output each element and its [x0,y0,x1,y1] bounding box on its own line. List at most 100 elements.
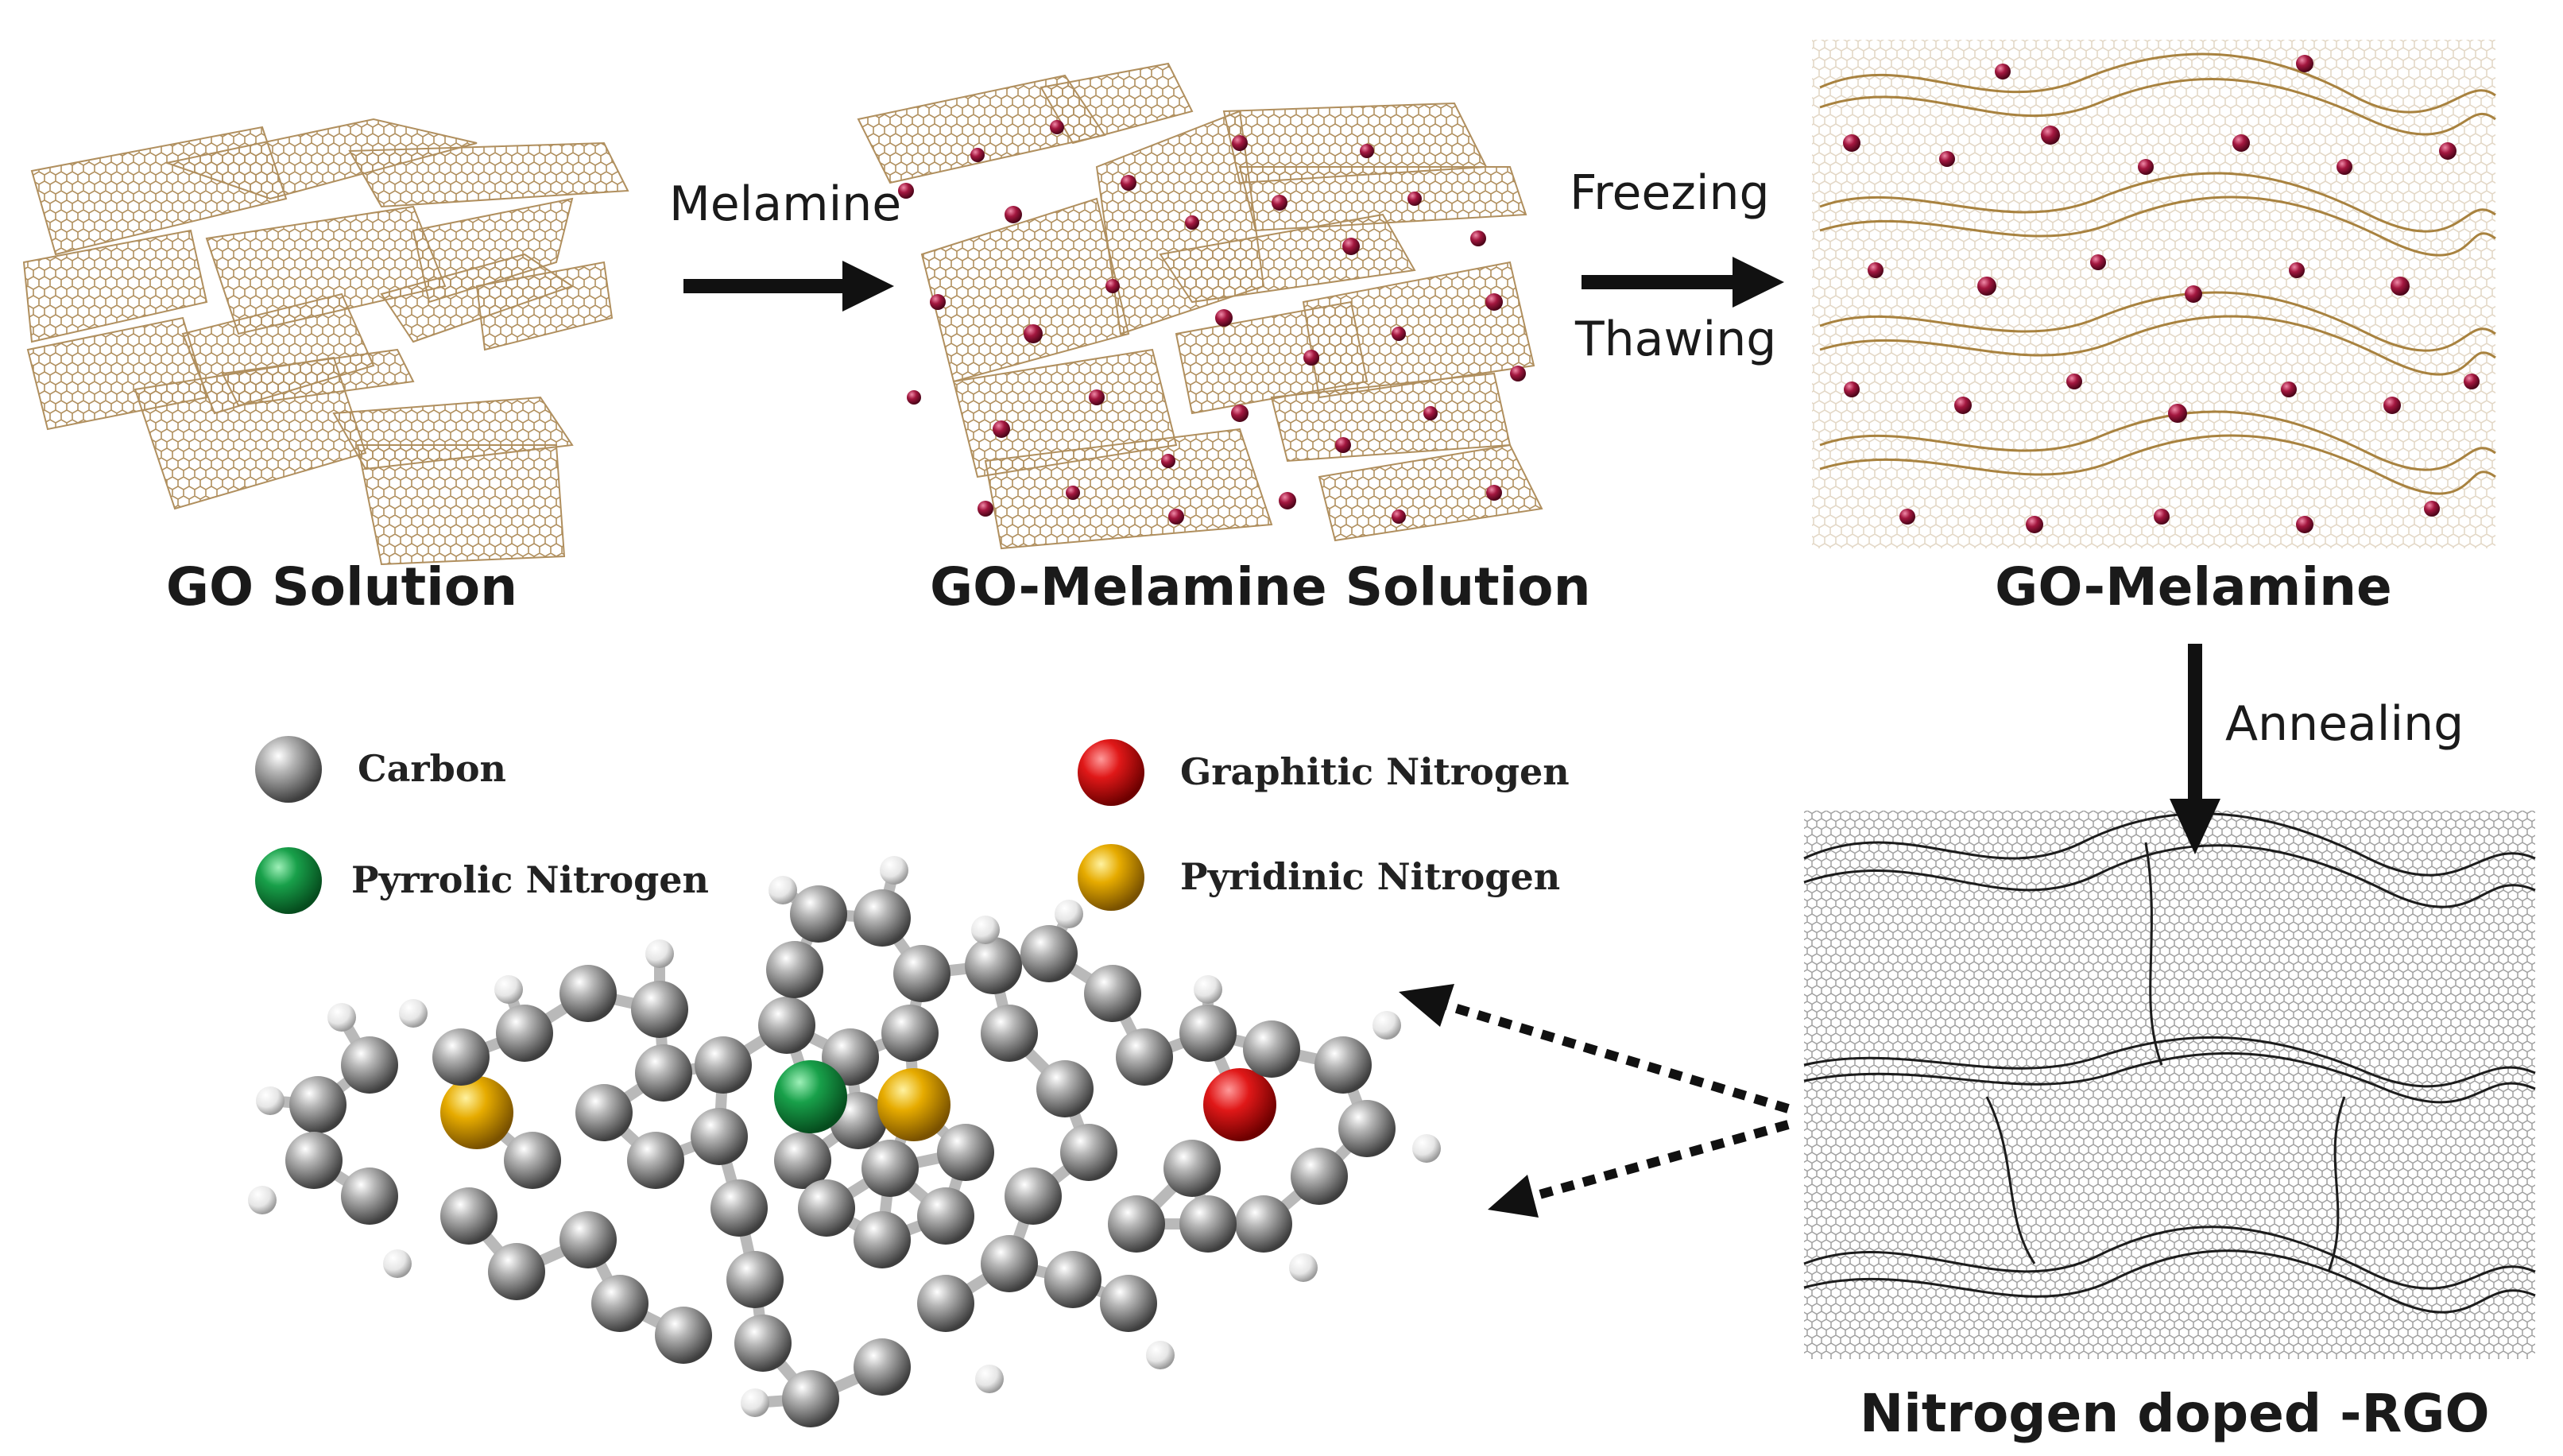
carbon-atom [1020,925,1078,982]
carbon-atom [1044,1251,1101,1308]
go-solution-label: GO Solution [165,556,518,618]
carbon-atom [591,1275,648,1332]
carbon-atom [1338,1100,1396,1157]
thawing-step-label: Thawing [1575,312,1777,367]
hydrogen-atom [1194,975,1222,1004]
n-doped-graphene-molecule [248,856,1441,1427]
carbon-legend-icon [255,736,322,803]
carbon-atom [726,1251,784,1308]
carbon-atom [766,941,823,998]
carbon-atom [1179,1195,1237,1253]
carbon-atom [1084,965,1141,1022]
carbon-atom [1243,1020,1300,1078]
carbon-atom [710,1179,768,1237]
hydrogen-atom [494,975,523,1004]
carbon-atom [758,997,815,1054]
carbon-atom [559,1211,617,1268]
hydrogen-atom [1289,1253,1318,1282]
hydrogen-atom [383,1249,412,1278]
pyrrolic-nitrogen-legend-icon [255,847,322,914]
carbon-atom [774,1132,831,1189]
carbon-atom [881,1005,939,1062]
rgo-structure [1803,811,2536,1359]
freezing-step-label: Freezing [1570,165,1770,221]
carbon-atom [432,1028,490,1086]
graphitic-nitrogen-legend-label: Graphitic Nitrogen [1180,750,1570,793]
hydrogen-atom [971,916,1000,944]
carbon-atom [854,889,911,947]
pyrrolic-nitrogen-atom [774,1060,847,1133]
hydrogen-atom [769,876,797,904]
pyrrolic-nitrogen-legend-label: Pyrrolic Nitrogen [351,858,710,901]
carbon-atom [981,1005,1038,1062]
go-melamine-solution-sheets [857,62,1543,550]
go-melamine-molecules [1843,55,2480,533]
pyridinic-nitrogen-atom [877,1068,950,1141]
hydrogen-atom [880,856,908,885]
nitrogen-doped-rgo-label: Nitrogen doped -RGO [1860,1383,2490,1444]
carbon-atom [655,1307,712,1364]
melamine-step-label: Melamine [669,176,902,232]
carbon-atom [917,1187,974,1245]
carbon-atom [289,1076,347,1133]
carbon-atom [1163,1140,1221,1197]
carbon-atom [440,1187,498,1245]
carbon-atom [937,1124,994,1181]
pyridinic-nitrogen-atom [440,1076,513,1149]
go-melamine-sheets [1812,40,2496,548]
legend-icons [255,736,1144,914]
carbon-atom [1005,1168,1062,1225]
hydrogen-atom [645,939,674,968]
carbon-atom [734,1315,792,1372]
graphitic-nitrogen-legend-icon [1078,739,1144,806]
carbon-atom [854,1211,911,1268]
carbon-atom [981,1235,1038,1292]
zoom-dotted-arrows [1399,984,1790,1218]
carbon-atom [635,1044,692,1102]
go-solution-sheets [22,118,629,566]
carbon-atom [1291,1148,1348,1205]
carbon-atom [1036,1060,1094,1117]
hydrogen-atom [1412,1134,1441,1163]
carbon-atom [1100,1275,1157,1332]
carbon-atom [965,937,1022,994]
carbon-atom [1179,1005,1237,1062]
hydrogen-atom [256,1086,285,1115]
graphitic-nitrogen-atom [1203,1068,1276,1141]
carbon-atom [1314,1036,1372,1094]
carbon-atom [496,1005,553,1062]
carbon-atom [854,1338,911,1396]
carbon-atom [917,1275,974,1332]
hydrogen-atom [1372,1011,1401,1040]
carbon-atom [559,965,617,1022]
hydrogen-atom [327,1003,356,1032]
annealing-step-label: Annealing [2225,696,2464,752]
pyridinic-nitrogen-legend-icon [1078,844,1144,911]
carbon-atom [691,1108,748,1165]
hydrogen-atom [741,1388,769,1417]
carbon-atom [504,1132,561,1189]
carbon-atom [631,981,688,1038]
carbon-atom [341,1168,398,1225]
carbon-atom [627,1132,684,1189]
go-melamine-label: GO-Melamine [1995,556,2392,618]
carbon-atom [798,1179,855,1237]
hydrogen-atom [1146,1341,1175,1369]
carbon-atom [575,1084,633,1141]
carbon-atom [1235,1195,1292,1253]
carbon-atom [861,1140,919,1197]
carbon-atom [782,1370,839,1427]
hydrogen-atom [399,999,428,1028]
go-melamine-solution-label: GO-Melamine Solution [930,556,1591,618]
carbon-atom [488,1243,545,1300]
carbon-atom [1060,1124,1117,1181]
carbon-atom [341,1036,398,1094]
carbon-atom [695,1036,752,1094]
pyridinic-nitrogen-legend-label: Pyridinic Nitrogen [1180,855,1561,898]
carbon-atom [790,885,847,943]
hydrogen-atom [975,1365,1004,1393]
process-arrows [683,257,2220,854]
carbon-legend-label: Carbon [358,747,506,790]
hydrogen-atom [1055,900,1083,928]
